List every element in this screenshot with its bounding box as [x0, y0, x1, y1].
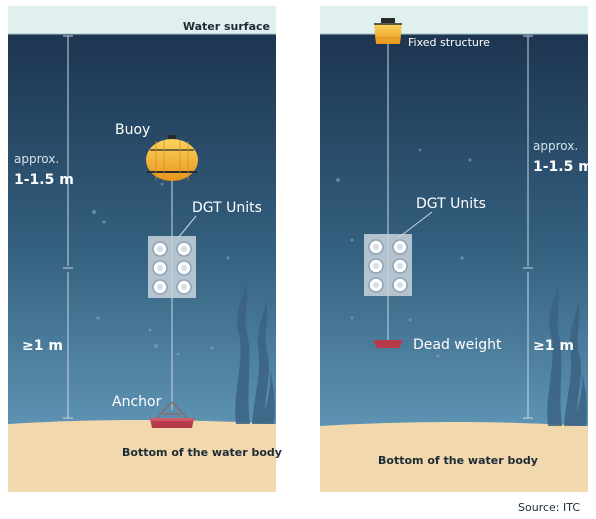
left-panel: Water surface approx. 1-1.5 m ≥1 m Buoy …: [8, 6, 282, 492]
right-dgt-label: DGT Units: [416, 196, 486, 212]
right-dgt-units-icon: [364, 234, 412, 296]
left-water: [8, 34, 276, 426]
source-label: Source: ITC: [518, 501, 580, 514]
right-upper-distance: 1-1.5 m: [533, 159, 593, 175]
fixed-structure-icon: [374, 18, 402, 44]
anchor-label: Anchor: [112, 394, 162, 410]
left-dgt-units-icon: [148, 236, 196, 298]
left-sand: [8, 420, 276, 492]
water-surface-label: Water surface: [183, 20, 270, 33]
left-approx-label: approx.: [14, 152, 59, 166]
dead-weight-icon: [373, 340, 403, 348]
left-seaweed: [235, 282, 275, 424]
anchor-icon: [150, 401, 194, 428]
fixed-structure-label: Fixed structure: [408, 36, 490, 49]
right-approx-label: approx.: [533, 139, 578, 153]
right-lower-distance: ≥1 m: [533, 338, 574, 354]
buoy-label: Buoy: [115, 122, 150, 138]
right-water: [320, 34, 588, 426]
right-dimension: [523, 35, 533, 419]
right-seaweed: [547, 284, 587, 426]
left-bubbles: [91, 182, 230, 356]
left-dimension: [63, 35, 73, 419]
right-sky: [320, 6, 588, 34]
right-bubbles: [336, 148, 472, 358]
left-upper-distance: 1-1.5 m: [14, 172, 74, 188]
dead-weight-label: Dead weight: [413, 337, 502, 353]
left-sky: [8, 6, 276, 34]
right-sand: [320, 422, 588, 492]
right-panel: Fixed structure approx. 1-1.5 m ≥1 m DGT…: [320, 6, 593, 492]
left-dgt-label: DGT Units: [192, 200, 262, 216]
buoy-icon: [146, 135, 198, 181]
left-bottom-label: Bottom of the water body: [122, 446, 282, 459]
left-lower-distance: ≥1 m: [22, 338, 63, 354]
right-bottom-label: Bottom of the water body: [378, 454, 538, 467]
